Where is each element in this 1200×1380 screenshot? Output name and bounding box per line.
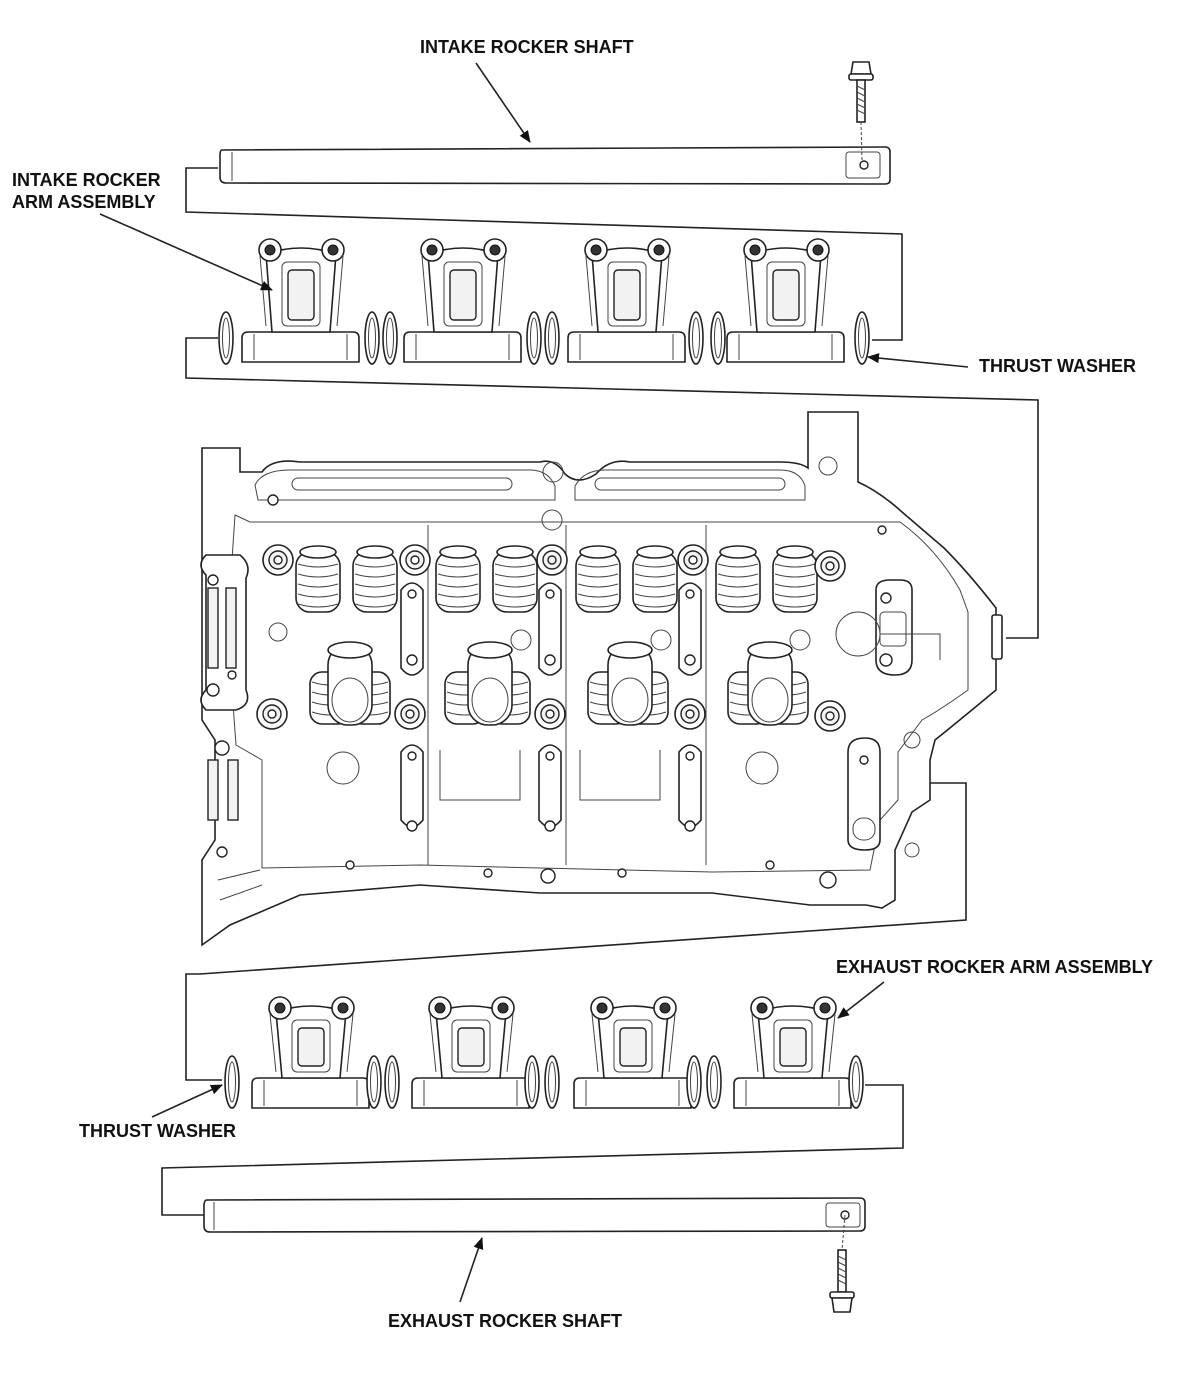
arrow-thrust-washer-bottom <box>151 1084 223 1118</box>
intake-shaft-bolt <box>848 61 874 161</box>
cylinder-head-details <box>256 544 846 832</box>
exhaust-rocker-arm-3 <box>573 996 692 1109</box>
spark-plug-tube-3 <box>607 641 653 726</box>
exhaust-thrust-washer-2 <box>366 1055 382 1109</box>
intake-rocker-arm-2 <box>403 238 522 363</box>
journal-cap-lower-1 <box>400 744 424 832</box>
exhaust-rocker-arm-2 <box>411 996 530 1109</box>
label-thrust-washer-top: THRUST WASHER <box>979 356 1136 376</box>
assembly-lines <box>161 167 1039 1216</box>
exhaust-thrust-washer-5 <box>544 1055 560 1109</box>
valve-spring-7 <box>715 545 761 613</box>
head-bolt-5 <box>814 550 846 582</box>
spark-plug-tube-2 <box>467 641 513 726</box>
journal-cap-lower-2 <box>538 744 562 832</box>
exhaust-thrust-washer-8 <box>848 1055 864 1109</box>
head-bolt-4 <box>677 544 709 576</box>
journal-cap-upper-1 <box>400 582 424 676</box>
valve-spring-6 <box>632 545 678 613</box>
intake-thrust-washer-4 <box>526 311 542 365</box>
intake-rocker-shaft <box>219 146 891 185</box>
exhaust-thrust-washer-6 <box>686 1055 702 1109</box>
spark-plug-tube-1 <box>327 641 373 726</box>
journal-cap-upper-2 <box>538 582 562 676</box>
exhaust-rocker-arms <box>224 996 864 1109</box>
exhaust-rocker-shaft <box>203 1197 866 1233</box>
exhaust-thrust-washer-4 <box>524 1055 540 1109</box>
head-bolt-6 <box>256 698 288 730</box>
intake-rocker-arm-4 <box>726 238 845 363</box>
exhaust-thrust-washer-1 <box>224 1055 240 1109</box>
label-thrust-washer-bottom: THRUST WASHER <box>79 1121 236 1141</box>
exhaust-thrust-washer-3 <box>384 1055 400 1109</box>
valve-spring-8 <box>772 545 818 613</box>
intake-thrust-washer-5 <box>544 311 560 365</box>
arrow-thrust-washer-top <box>867 353 969 368</box>
valve-spring-5 <box>575 545 621 613</box>
head-bolt-7 <box>394 698 426 730</box>
exhaust-rocker-arm-1 <box>251 996 370 1109</box>
exhaust-thrust-washer-7 <box>706 1055 722 1109</box>
arrow-intake-rocker-arm-assembly <box>99 213 273 291</box>
label-exhaust-rocker-arm-assembly: EXHAUST ROCKER ARM ASSEMBLY <box>836 957 1154 977</box>
spark-plug-tube-4 <box>747 641 793 726</box>
arrow-intake-rocker-shaft <box>475 62 531 143</box>
exhaust-shaft-bolt <box>829 1214 855 1313</box>
head-bolt-2 <box>399 544 431 576</box>
intake-thrust-washer-7 <box>710 311 726 365</box>
arrow-exhaust-rocker-arm-assembly <box>837 981 885 1019</box>
valve-spring-4 <box>492 545 538 613</box>
head-bolt-1 <box>262 544 294 576</box>
intake-thrust-washer-3 <box>382 311 398 365</box>
intake-thrust-washer-6 <box>688 311 704 365</box>
journal-cap-lower-3 <box>678 744 702 832</box>
valve-spring-3 <box>435 545 481 613</box>
label-intake-rocker-shaft: INTAKE ROCKER SHAFT <box>420 37 634 57</box>
label-exhaust-rocker-shaft: EXHAUST ROCKER SHAFT <box>388 1311 623 1331</box>
head-bolt-10 <box>814 700 846 732</box>
leader-arrows <box>99 62 969 1303</box>
head-bolt-3 <box>536 544 568 576</box>
intake-rocker-arm-3 <box>567 238 686 363</box>
head-bolt-8 <box>534 698 566 730</box>
intake-thrust-washer-1 <box>218 311 234 365</box>
valve-spring-2 <box>352 545 398 613</box>
intake-thrust-washer-8 <box>854 311 870 365</box>
intake-thrust-washer-2 <box>364 311 380 365</box>
arrow-exhaust-rocker-shaft <box>459 1237 484 1303</box>
exhaust-rocker-arm-4 <box>733 996 852 1109</box>
intake-rocker-arms <box>218 238 870 365</box>
head-bolt-9 <box>674 698 706 730</box>
journal-cap-upper-3 <box>678 582 702 676</box>
label-intake-rocker-arm-assembly: INTAKE ROCKER ARM ASSEMBLY <box>12 170 161 212</box>
valve-spring-1 <box>295 545 341 613</box>
intake-rocker-arm-1 <box>241 238 360 363</box>
